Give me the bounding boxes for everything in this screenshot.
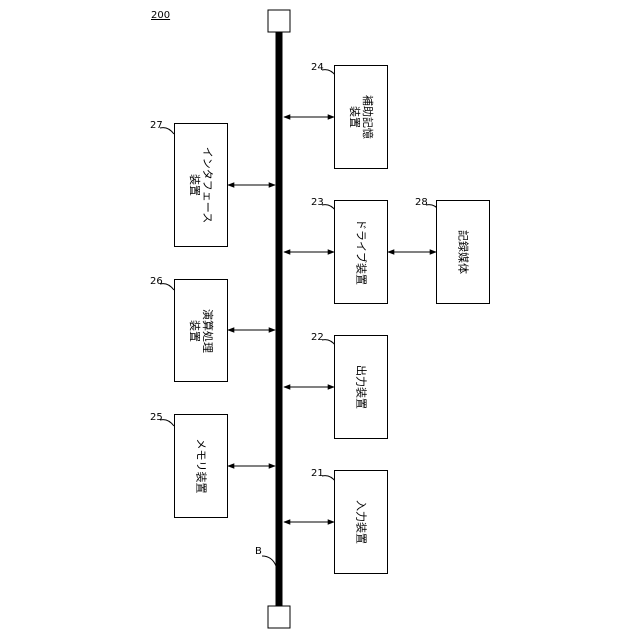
auxiliary-ref: 24 (311, 62, 324, 73)
bus-top-terminal (268, 10, 290, 32)
auxiliary-storage-label: 補助記憶 装置 (348, 95, 374, 139)
recording-medium-label: 記録媒体 (457, 230, 470, 274)
interface-device-label: インタフェース 装置 (188, 147, 214, 223)
interface-device-box: インタフェース 装置 (174, 123, 228, 247)
processor-device-box: 演算処理 装置 (174, 279, 228, 382)
output-device-label: 出力装置 (355, 365, 368, 409)
drive-device-box: ドライブ装置 (334, 200, 388, 304)
bus-ref-label: B (255, 546, 262, 557)
bus-bottom-terminal (268, 606, 290, 628)
auxiliary-storage-box: 補助記憶 装置 (334, 65, 388, 169)
processor-device-label: 演算処理 装置 (188, 309, 214, 353)
input-device-box: 入力装置 (334, 470, 388, 574)
processor-ref: 26 (150, 276, 163, 287)
output-device-box: 出力装置 (334, 335, 388, 439)
input-ref: 21 (311, 468, 324, 479)
interface-ref: 27 (150, 120, 163, 131)
input-device-label: 入力装置 (355, 500, 368, 544)
memory-ref: 25 (150, 412, 163, 423)
output-ref: 22 (311, 332, 324, 343)
memory-device-box: メモリ装置 (174, 414, 228, 518)
memory-device-label: メモリ装置 (195, 439, 208, 494)
leader-bus (262, 556, 276, 566)
recording-medium-box: 記録媒体 (436, 200, 490, 304)
drive-device-label: ドライブ装置 (355, 219, 368, 285)
drive-ref: 23 (311, 197, 324, 208)
medium-ref: 28 (415, 197, 428, 208)
figure-number: 200 (151, 10, 170, 21)
